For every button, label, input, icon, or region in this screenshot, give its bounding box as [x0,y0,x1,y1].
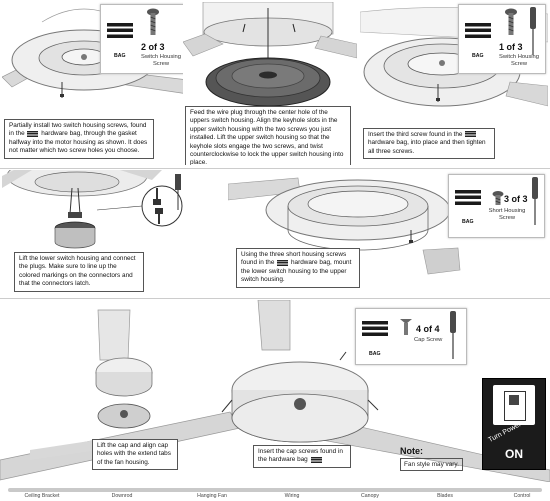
hardware-badge-short-housing-screw: BAG 3 of 3 Short Housing Screw [448,174,545,238]
step-panel-install-cap: BAG 4 of 4 Cap Screw Lift the cap and al… [0,300,550,482]
turn-power-on-sign: Turn Power ON [482,378,546,470]
hardware-count: 4 of 4 [416,324,440,334]
step-panel-install-screws: BAG 2 of 3 Switch Housing Screw Partiall… [2,2,188,165]
step-caption: Lift the cap and align cap holes with th… [92,439,178,471]
hardware-count: 1 of 3 [499,42,523,52]
hardware-bag-icon [27,130,39,137]
hardware-bag-icon [455,190,481,205]
step-label-downrod: Downrod [111,493,133,499]
note-title: Note: [400,446,423,456]
caption-text: hardware bag, mount the lower switch hou… [241,259,352,284]
bag-label: BAG [472,53,484,59]
step-caption: Insert the third screw found in the hard… [363,128,495,160]
step-panel-mount-lower-housing: BAG 3 of 3 Short Housing Screw Using the… [228,170,548,297]
caption-text: Partially install two switch housing scr… [9,122,147,138]
screw-icon [147,8,159,35]
screwdriver-icon [450,311,456,359]
step-label-blades: Blades [437,493,453,499]
note-text: Fan style may vary. [400,458,463,471]
hardware-part-name: Switch Housing Screw [141,54,181,67]
step-panel-connect-plugs: Lift the lower switch housing and connec… [2,170,224,297]
hardware-count: 3 of 3 [504,194,528,204]
hardware-bag-icon [310,456,322,463]
progress-track [8,488,542,492]
hardware-bag-icon [107,23,133,38]
hardware-part-name: Cap Screw [414,337,443,343]
step-panel-upper-switch-housing: Feed the wire plug through the center ho… [183,2,357,165]
caption-text: hardware bag, through the gasket halfway… [9,130,148,155]
short-screw-icon [492,191,504,205]
hardware-bag-icon [465,131,477,138]
step-panel-third-screw: BAG 1 of 3 Switch Housing Screw Insert t… [360,2,548,165]
hardware-bag-icon [362,321,388,336]
caption-text: Lift the cap and align cap holes with th… [97,442,171,466]
caption-text: Insert the third screw found in the [368,131,463,138]
hardware-badge-switch-housing-screw: BAG 2 of 3 Switch Housing Screw [100,4,187,74]
step-caption: Lift the lower switch housing and connec… [14,252,144,292]
bag-label: BAG [114,53,126,59]
bag-label: BAG [369,351,381,357]
bag-label: BAG [462,219,474,225]
fan-cap-illustration [0,300,550,482]
step-caption: Using the three short housing screws fou… [236,248,360,288]
lower-switch-housing-mount-illustration [228,177,461,275]
screwdriver-icon [530,7,536,55]
caption-text: Using the three short housing screws fou… [241,251,347,267]
hardware-bag-icon [277,259,289,266]
cap-screw-icon [400,319,412,335]
step-label-wiring: Wiring [284,493,300,499]
screwdriver-icon [532,177,538,225]
caption-text: hardware bag, into place and then tighte… [368,139,486,155]
step-label-hanging-fan: Hanging Fan [197,493,227,499]
section-divider [0,168,550,169]
section-divider [0,298,550,299]
installation-progress-bar: Ceiling Bracket Downrod Hanging Fan Wiri… [0,484,550,501]
step-caption: Feed the wire plug through the center ho… [185,106,351,165]
light-switch-icon [493,385,535,425]
hardware-part-name: Switch Housing Screw [499,54,539,67]
caption-text: Feed the wire plug through the center ho… [190,109,344,165]
step-caption: Partially install two switch housing scr… [4,119,154,159]
step-caption: Insert the cap screws found in the hardw… [253,445,351,468]
caption-text: Lift the lower switch housing and connec… [19,255,136,288]
hardware-count: 2 of 3 [141,42,165,52]
step-label-ceiling-bracket: Ceiling Bracket [24,493,60,499]
hardware-badge-switch-housing-screw: BAG 1 of 3 Switch Housing Screw [458,4,546,74]
hardware-badge-cap-screw: BAG 4 of 4 Cap Screw [355,308,467,365]
power-state-label: ON [505,447,523,461]
step-label-control: Control [513,493,531,499]
upper-switch-housing-illustration [183,2,357,107]
lower-switch-housing-illustration [2,170,183,249]
fan-style-note: Note: Fan style may vary. [400,446,463,471]
hardware-part-name: Short Housing Screw [488,208,526,221]
hardware-bag-icon [465,23,491,38]
step-label-canopy: Canopy [361,493,379,499]
caption-text: Insert the cap screws found in the hardw… [258,448,343,464]
screw-icon [505,8,517,35]
